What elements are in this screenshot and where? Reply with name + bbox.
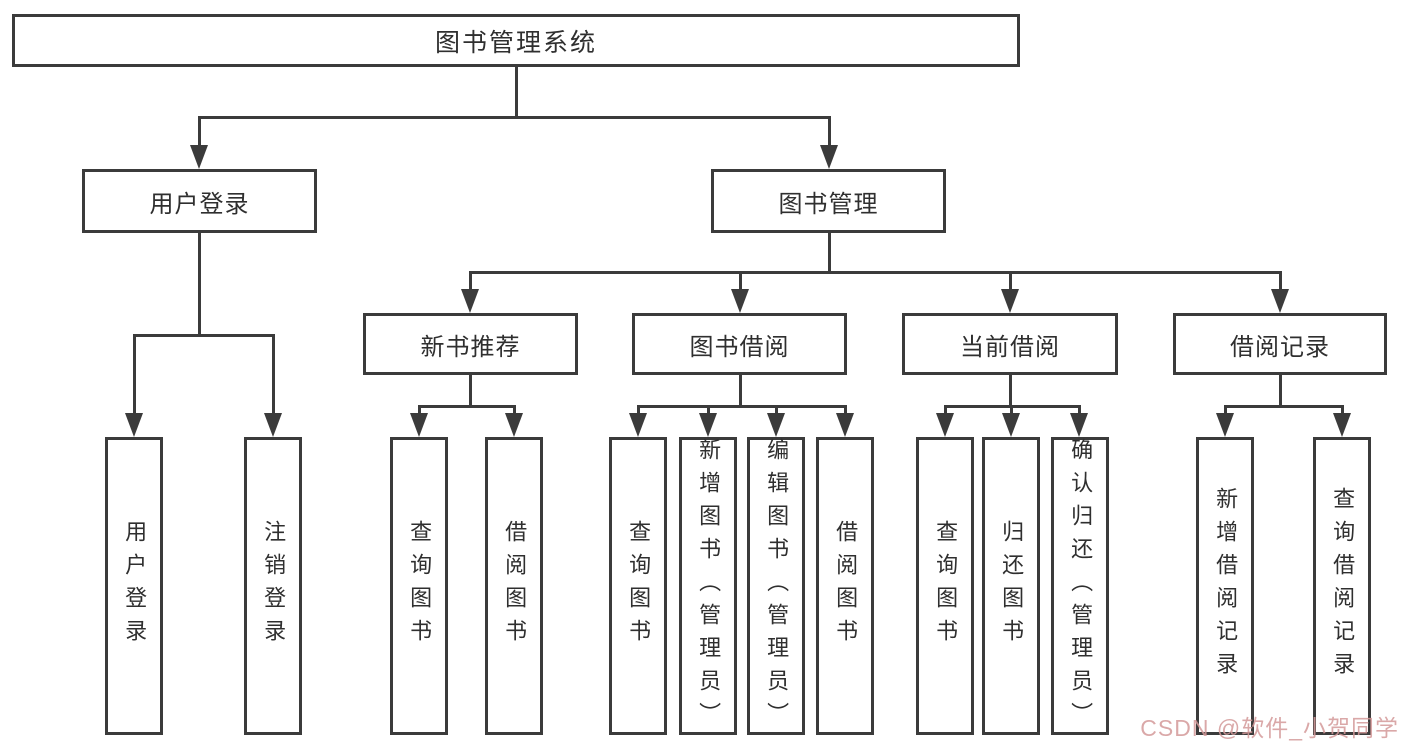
connector-line-vertical xyxy=(1008,272,1012,294)
leaf-label: 借阅图书 xyxy=(833,520,859,652)
leaf-add-book-admin: 新增图书（管理员） xyxy=(679,437,737,735)
arrowhead-down-icon xyxy=(767,413,785,437)
leaf-user-login: 用户登录 xyxy=(105,437,163,735)
connector-line-vertical xyxy=(1223,406,1227,418)
arrowhead-down-icon xyxy=(699,413,717,437)
leaf-confirm-return-admin: 确认归还（管理员） xyxy=(1051,437,1109,735)
connector-line-vertical xyxy=(1340,406,1344,418)
connector-line-horizontal xyxy=(417,404,516,408)
arrowhead-down-icon xyxy=(1333,413,1351,437)
arrowhead-down-icon xyxy=(1216,413,1234,437)
leaf-query-borrow-record: 查询借阅记录 xyxy=(1313,437,1371,735)
connector-line-vertical xyxy=(1278,375,1282,407)
watermark: CSDN @软件_小贺同学 xyxy=(1140,715,1399,741)
node-root: 图书管理系统 xyxy=(12,14,1020,67)
node-borrow-records: 借阅记录 xyxy=(1173,313,1387,375)
leaf-label: 编辑图书（管理员） xyxy=(764,437,790,735)
leaf-label: 查询图书 xyxy=(407,520,433,652)
arrowhead-down-icon xyxy=(820,145,838,169)
connector-line-horizontal xyxy=(197,115,831,119)
leaf-query-books-recommend: 查询图书 xyxy=(390,437,448,735)
connector-line-vertical xyxy=(1009,406,1013,418)
node-user-login: 用户登录 xyxy=(82,169,317,233)
leaf-logout: 注销登录 xyxy=(244,437,302,735)
connector-line-vertical xyxy=(197,233,201,336)
connector-line-horizontal xyxy=(636,404,847,408)
connector-line-vertical xyxy=(197,117,201,150)
connector-line-vertical xyxy=(468,375,472,407)
node-book-borrow: 图书借阅 xyxy=(632,313,847,375)
leaf-label: 查询图书 xyxy=(933,520,959,652)
leaf-borrow-books: 借阅图书 xyxy=(816,437,874,735)
leaf-label: 注销登录 xyxy=(261,520,287,652)
connector-line-vertical xyxy=(943,406,947,418)
arrowhead-down-icon xyxy=(410,413,428,437)
arrowhead-down-icon xyxy=(936,413,954,437)
leaf-label: 新增借阅记录 xyxy=(1213,487,1239,685)
node-label: 当前借阅 xyxy=(960,333,1060,361)
connector-line-vertical xyxy=(512,406,516,418)
arrowhead-down-icon xyxy=(461,289,479,313)
arrowhead-down-icon xyxy=(1001,289,1019,313)
node-label: 新书推荐 xyxy=(420,333,521,361)
connector-line-vertical xyxy=(706,406,710,418)
connector-line-vertical xyxy=(843,406,847,418)
node-label: 图书管理 xyxy=(778,190,879,218)
leaf-query-books-current: 查询图书 xyxy=(916,437,974,735)
node-label: 图书管理系统 xyxy=(434,28,597,57)
leaf-edit-book-admin: 编辑图书（管理员） xyxy=(747,437,805,735)
connector-line-vertical xyxy=(1008,375,1012,407)
connector-line-vertical xyxy=(774,406,778,418)
node-new-book-recommend: 新书推荐 xyxy=(363,313,578,375)
leaf-label: 确认归还（管理员） xyxy=(1068,437,1094,735)
leaf-label: 归还图书 xyxy=(999,520,1025,652)
node-label: 借阅记录 xyxy=(1230,333,1330,361)
arrowhead-down-icon xyxy=(505,413,523,437)
connector-line-vertical xyxy=(132,335,136,418)
connector-line-vertical xyxy=(271,335,275,418)
leaf-add-borrow-record: 新增借阅记录 xyxy=(1196,437,1254,735)
connector-line-vertical xyxy=(738,272,742,294)
connector-line-vertical xyxy=(468,272,472,294)
connector-line-vertical xyxy=(827,117,831,150)
leaf-label: 查询借阅记录 xyxy=(1330,487,1356,685)
connector-line-horizontal xyxy=(468,270,1282,274)
arrowhead-down-icon xyxy=(1271,289,1289,313)
arrowhead-down-icon xyxy=(629,413,647,437)
leaf-label: 查询图书 xyxy=(626,520,652,652)
leaf-label: 用户登录 xyxy=(122,520,148,652)
leaf-query-books-borrow: 查询图书 xyxy=(609,437,667,735)
arrowhead-down-icon xyxy=(1002,413,1020,437)
node-label: 图书借阅 xyxy=(689,333,790,361)
connector-line-vertical xyxy=(1077,406,1081,418)
arrowhead-down-icon xyxy=(190,145,208,169)
connector-line-vertical xyxy=(514,64,518,118)
arrowhead-down-icon xyxy=(836,413,854,437)
leaf-return-book: 归还图书 xyxy=(982,437,1040,735)
arrowhead-down-icon xyxy=(264,413,282,437)
connector-line-vertical xyxy=(1278,272,1282,294)
arrowhead-down-icon xyxy=(731,289,749,313)
node-book-management: 图书管理 xyxy=(711,169,946,233)
connector-line-vertical xyxy=(827,233,831,273)
leaf-label: 新增图书（管理员） xyxy=(696,437,722,735)
connector-line-vertical xyxy=(738,375,742,407)
leaf-label: 借阅图书 xyxy=(502,520,528,652)
connector-line-vertical xyxy=(636,406,640,418)
connector-line-horizontal xyxy=(132,333,275,337)
connector-line-horizontal xyxy=(1223,404,1344,408)
arrowhead-down-icon xyxy=(125,413,143,437)
leaf-borrow-books-recommend: 借阅图书 xyxy=(485,437,543,735)
node-label: 用户登录 xyxy=(149,190,250,218)
arrowhead-down-icon xyxy=(1070,413,1088,437)
node-current-borrow: 当前借阅 xyxy=(902,313,1118,375)
connector-line-vertical xyxy=(417,406,421,418)
